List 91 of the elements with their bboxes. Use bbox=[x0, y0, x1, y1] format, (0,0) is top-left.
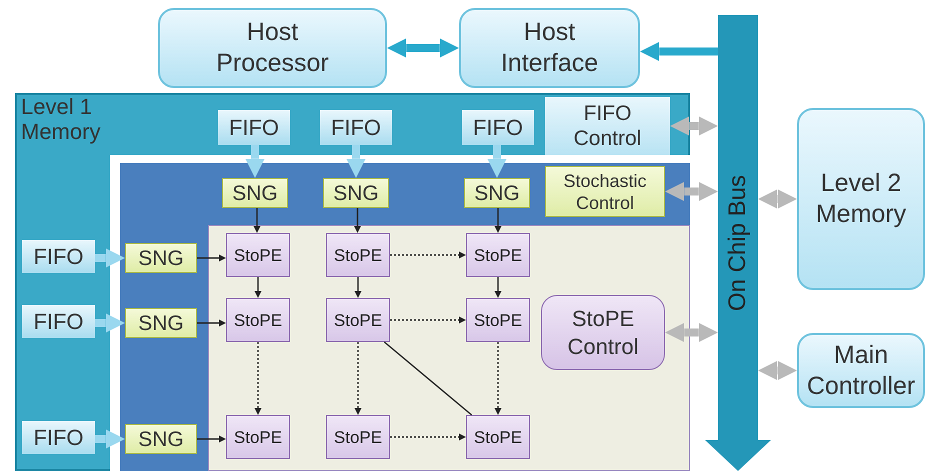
block-label: StoPE bbox=[474, 246, 522, 264]
block-label: SNG bbox=[333, 182, 379, 204]
arrow bbox=[254, 277, 262, 298]
arrow bbox=[95, 313, 125, 333]
sng-block bbox=[222, 178, 288, 208]
sng-block bbox=[125, 424, 197, 454]
arrow bbox=[354, 208, 361, 233]
arrow bbox=[390, 252, 466, 258]
block-label: FIFO bbox=[33, 246, 84, 268]
arrow bbox=[387, 38, 459, 58]
arrow bbox=[494, 208, 502, 233]
arrow bbox=[197, 254, 226, 262]
host-block bbox=[797, 108, 925, 290]
fifo-block bbox=[22, 421, 95, 454]
block-label: Level 2 Memory bbox=[814, 168, 908, 230]
block-label: SNG bbox=[138, 248, 184, 268]
bus-arrow bbox=[705, 15, 771, 471]
arrow bbox=[197, 320, 226, 326]
block-label: StoPE bbox=[234, 428, 282, 446]
arrow bbox=[487, 145, 507, 178]
arrow bbox=[95, 429, 125, 449]
arrow bbox=[758, 189, 797, 209]
block-label: SNG bbox=[138, 312, 184, 334]
arrow bbox=[390, 316, 466, 324]
block-label: FIFO bbox=[330, 116, 382, 138]
pe-block bbox=[226, 415, 290, 459]
memory-region bbox=[15, 93, 690, 471]
block-label: SNG bbox=[138, 428, 184, 450]
pe-block bbox=[326, 233, 390, 277]
block-label: FIFO bbox=[228, 116, 280, 138]
arrow bbox=[640, 42, 718, 62]
pe-block bbox=[326, 415, 390, 459]
host-block bbox=[459, 8, 640, 88]
block-label: Level 1 Memory bbox=[21, 94, 102, 144]
sng-block bbox=[125, 308, 197, 338]
arrow bbox=[254, 208, 260, 233]
control-block bbox=[541, 295, 665, 370]
arrow bbox=[354, 277, 362, 298]
block-label: StoPE bbox=[474, 312, 522, 328]
fifo-block bbox=[22, 305, 95, 338]
sng-block bbox=[464, 178, 530, 208]
connector-line bbox=[384, 341, 472, 416]
block-label: FIFO bbox=[33, 426, 84, 448]
block-label: FIFO bbox=[472, 116, 524, 138]
sng-block bbox=[125, 243, 197, 273]
pe-array-region bbox=[208, 225, 690, 471]
block-label: Stochastic Control bbox=[562, 170, 648, 214]
arrow bbox=[346, 145, 366, 178]
block-label: SNG bbox=[474, 182, 520, 204]
arrow bbox=[665, 322, 718, 342]
fifo-block bbox=[462, 110, 534, 145]
processing-region bbox=[120, 163, 690, 471]
block-label: StoPE bbox=[234, 246, 282, 264]
arrow bbox=[494, 277, 502, 298]
control-block bbox=[545, 97, 670, 155]
block-label: Host Interface bbox=[500, 17, 600, 79]
pe-block bbox=[326, 298, 390, 342]
block-label: StoPE bbox=[334, 428, 382, 446]
block-label: StoPE bbox=[474, 428, 522, 446]
block-label: StoPE bbox=[234, 312, 282, 328]
block-label: FIFO Control bbox=[572, 101, 642, 151]
arrow bbox=[665, 182, 718, 202]
block-label: Main Controller bbox=[806, 340, 916, 402]
arrow bbox=[245, 145, 265, 178]
pe-block bbox=[226, 233, 290, 277]
arrow bbox=[758, 360, 797, 380]
pe-block bbox=[466, 233, 530, 277]
sng-block bbox=[323, 178, 389, 208]
block-label: SNG bbox=[232, 182, 278, 204]
arrow bbox=[95, 248, 125, 268]
bus-label: On Chip Bus bbox=[723, 175, 752, 312]
block-label: Host Processor bbox=[215, 17, 330, 79]
block-label: StoPE Control bbox=[566, 304, 640, 360]
arrow bbox=[197, 436, 226, 442]
arrow bbox=[254, 342, 262, 415]
host-block bbox=[158, 8, 387, 88]
block-label: StoPE bbox=[334, 312, 382, 328]
block-label: StoPE bbox=[334, 246, 382, 264]
pe-block bbox=[226, 298, 290, 342]
fifo-block bbox=[218, 110, 290, 145]
host-block bbox=[797, 333, 925, 408]
pe-block bbox=[466, 415, 530, 459]
fifo-block bbox=[320, 110, 392, 145]
arrow bbox=[390, 434, 466, 440]
control-block bbox=[545, 166, 665, 217]
pe-block bbox=[466, 298, 530, 342]
block-label: FIFO bbox=[33, 310, 84, 332]
arrow bbox=[354, 342, 362, 415]
fifo-block bbox=[22, 240, 95, 273]
arrow bbox=[494, 342, 502, 415]
arrow bbox=[670, 116, 718, 136]
